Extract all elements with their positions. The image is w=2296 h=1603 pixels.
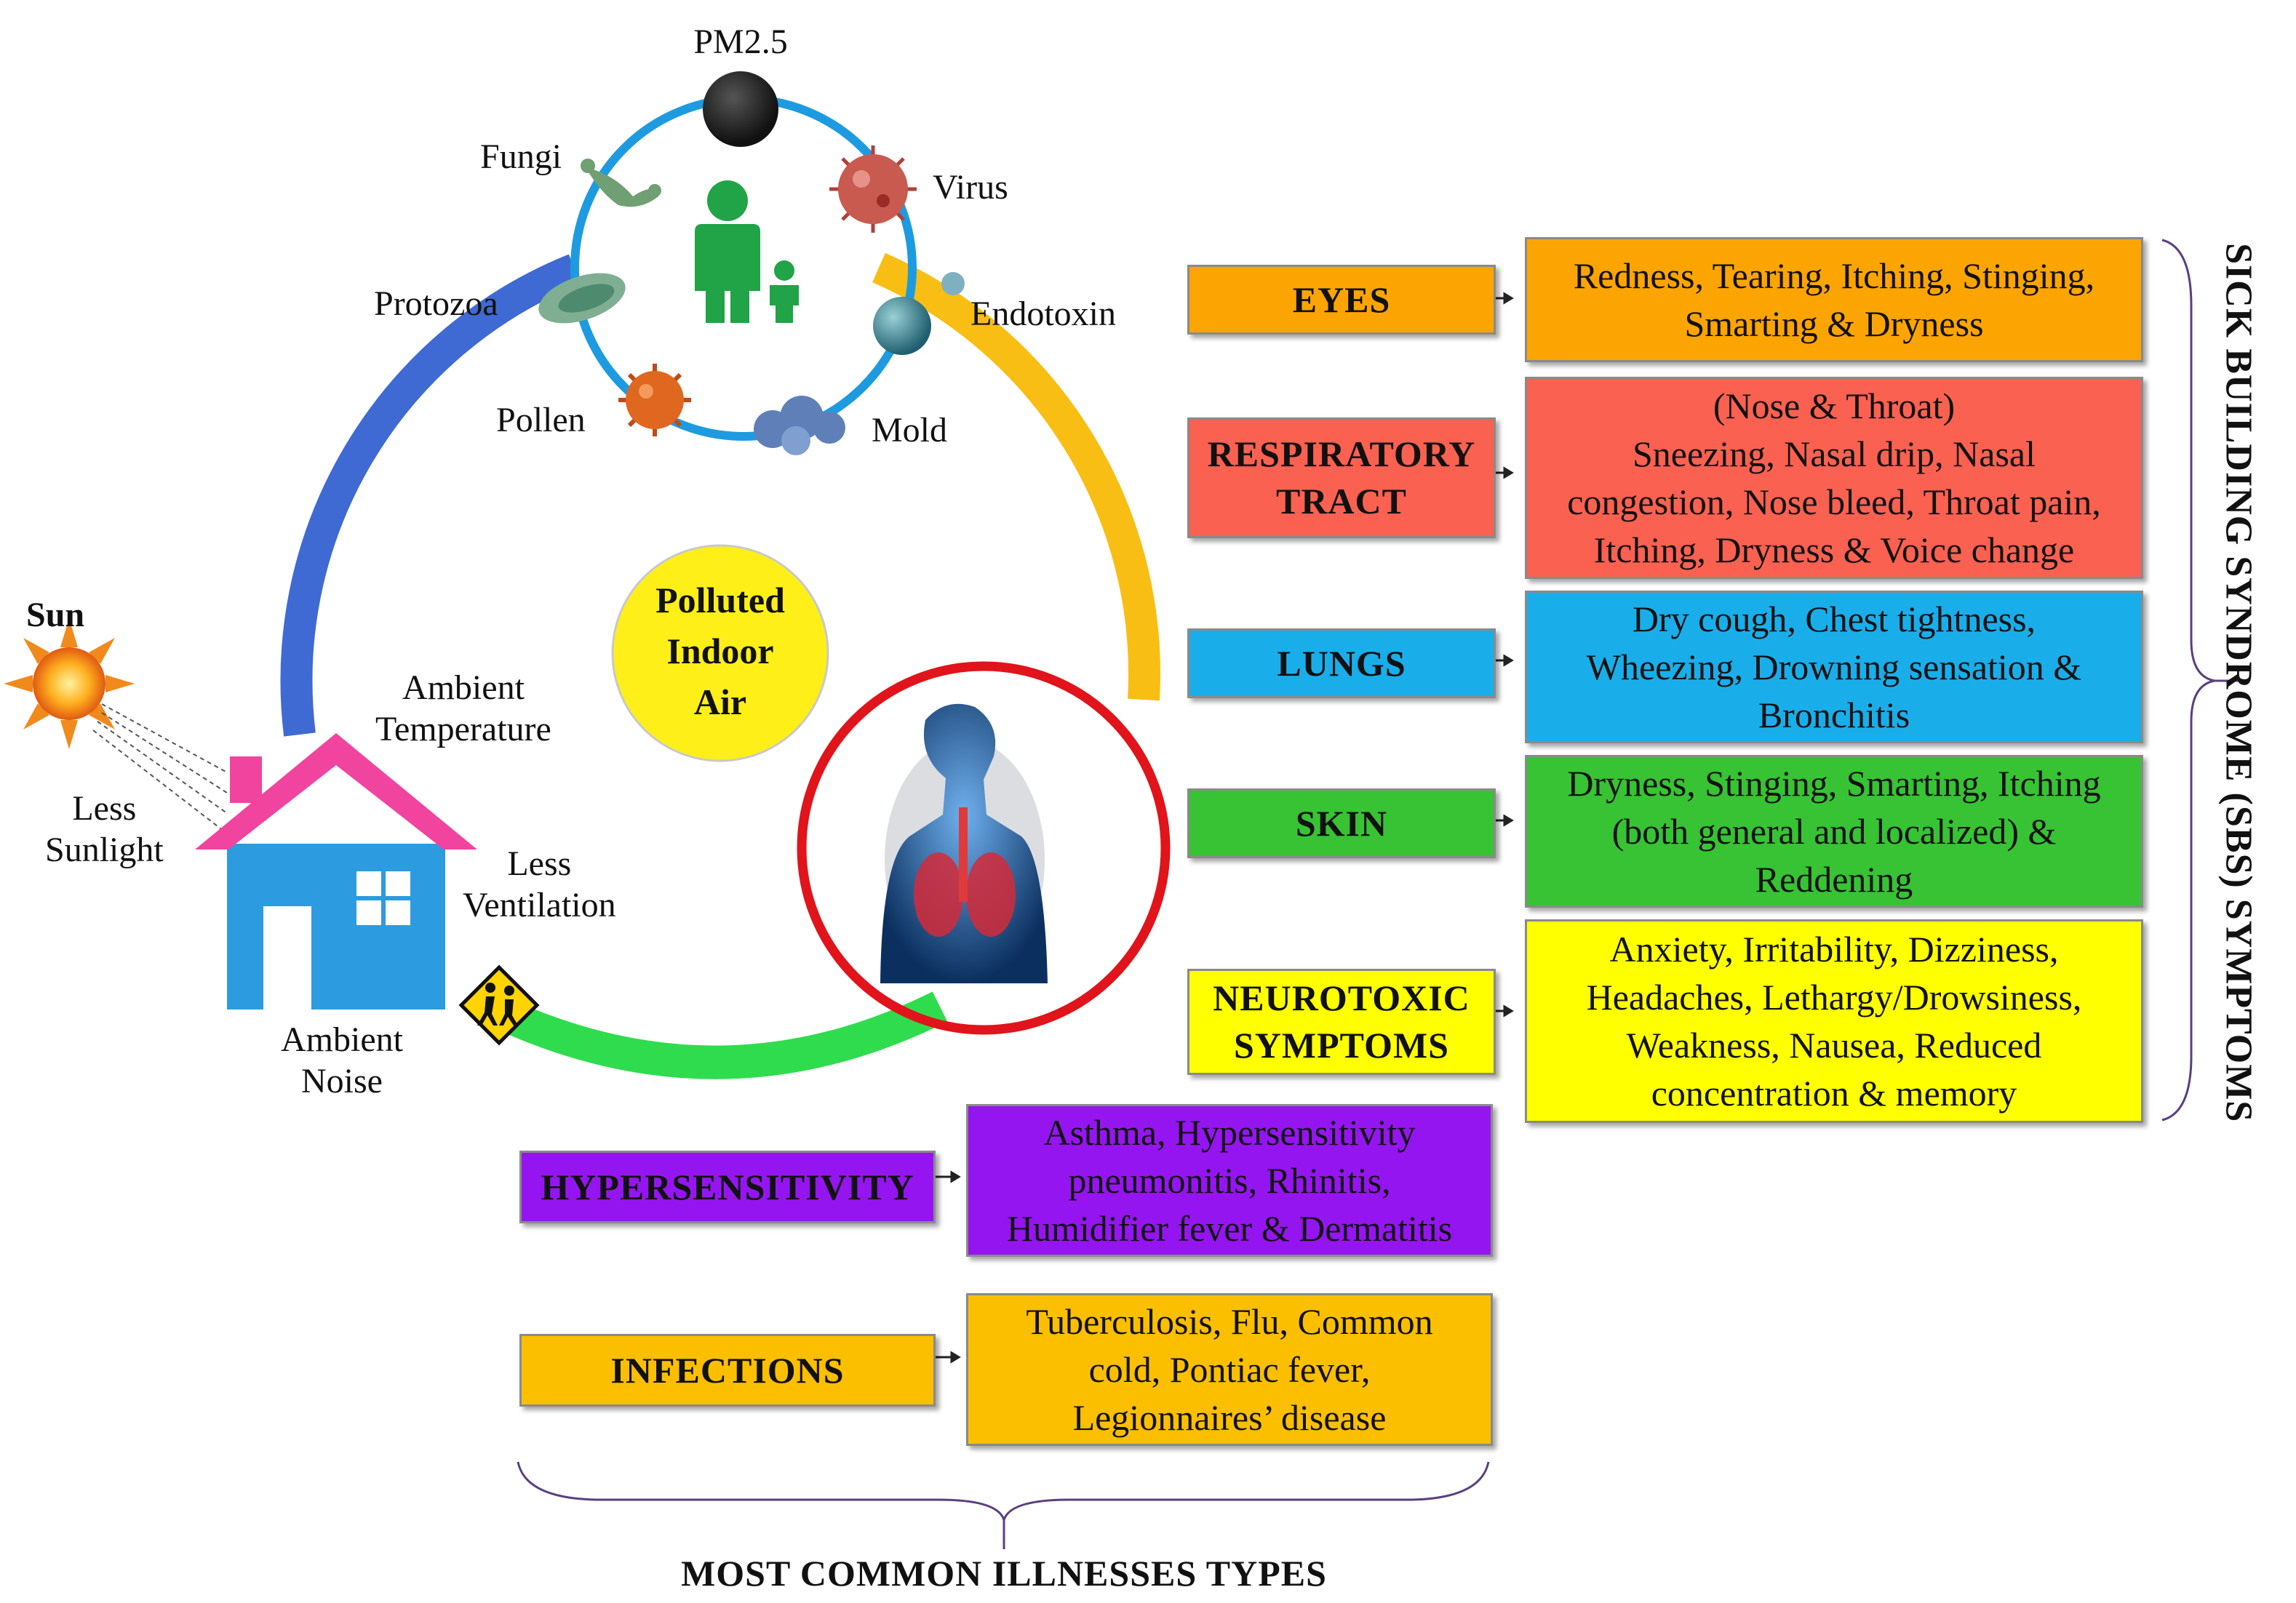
sun-label: Sun	[26, 596, 85, 634]
symptoms-infections: Tuberculosis, Flu, Common cold, Pontiac …	[966, 1293, 1493, 1446]
sbs-brace	[2161, 239, 2215, 1122]
people-icon	[695, 180, 799, 323]
ambient-noise-label: Ambient Noise	[281, 1020, 403, 1100]
symptoms-neurotoxic-text: Anxiety, Irritability, Dizziness, Headac…	[1586, 929, 2082, 1114]
symptoms-respiratory-tract-text: (Nose & Throat) Sneezing, Nasal drip, Na…	[1567, 385, 2101, 570]
symptoms-eyes-text: Redness, Tearing, Itching, Stinging, Sma…	[1573, 255, 2095, 344]
category-neurotoxic-label: NEUROTOXIC SYMPTOMS	[1213, 978, 1470, 1066]
symptoms-skin: Dryness, Stinging, Smarting, Itching (bo…	[1525, 755, 2143, 908]
fungi-label: Fungi	[480, 137, 562, 176]
green-arc	[502, 991, 948, 1079]
category-skin: SKIN	[1187, 788, 1496, 858]
orange-arc	[872, 252, 1161, 701]
symptoms-skin-text: Dryness, Stinging, Smarting, Itching (bo…	[1567, 763, 2101, 900]
category-hypersensitivity-label: HYPERSENSITIVITY	[541, 1166, 914, 1207]
pm25-icon	[703, 71, 778, 147]
pm25-label: PM2.5	[693, 23, 788, 61]
category-respiratory-tract: RESPIRATORY TRACT	[1187, 417, 1496, 538]
mold-icon	[754, 396, 845, 455]
category-lungs-label: LUNGS	[1277, 642, 1406, 684]
category-lungs: LUNGS	[1187, 628, 1496, 698]
polluted-indoor-air-label: Polluted Indoor Air	[655, 580, 785, 722]
sunlight-rays	[92, 703, 228, 834]
human-body-icon	[880, 703, 1048, 983]
category-eyes: EYES	[1187, 265, 1496, 335]
category-eyes-label: EYES	[1292, 279, 1391, 320]
category-neurotoxic: NEUROTOXIC SYMPTOMS	[1187, 969, 1496, 1075]
symptoms-infections-text: Tuberculosis, Flu, Common cold, Pontiac …	[1026, 1301, 1433, 1438]
mold-label: Mold	[872, 411, 948, 449]
blue-arc	[280, 254, 581, 737]
pedestrian-sign-icon	[458, 964, 540, 1046]
virus-label: Virus	[933, 168, 1008, 207]
red-ring	[797, 661, 1171, 1035]
symptoms-hypersensitivity-text: Asthma, Hypersensitivity pneumonitis, Rh…	[1006, 1112, 1453, 1249]
category-hypersensitivity: HYPERSENSITIVITY	[519, 1151, 936, 1223]
symptoms-neurotoxic: Anxiety, Irritability, Dizziness, Headac…	[1525, 919, 2143, 1123]
house-icon	[195, 733, 477, 1010]
protozoa-label: Protozoa	[374, 284, 498, 323]
endotoxin-icon	[873, 272, 965, 355]
virus-icon	[829, 145, 917, 233]
symptoms-eyes: Redness, Tearing, Itching, Stinging, Sma…	[1525, 237, 2143, 362]
category-infections-label: INFECTIONS	[610, 1349, 845, 1391]
less-ventilation-label: Less Ventilation	[463, 844, 616, 924]
endotoxin-label: Endotoxin	[970, 295, 1116, 333]
ambient-temperature-label: Ambient Temperature	[375, 668, 551, 748]
symptoms-lungs: Dry cough, Chest tightness, Wheezing, Dr…	[1525, 591, 2143, 743]
sun-icon	[4, 618, 135, 749]
less-sunlight-label: Less Sunlight	[45, 789, 164, 869]
category-respiratory-tract-label: RESPIRATORY TRACT	[1207, 433, 1476, 521]
symptoms-hypersensitivity: Asthma, Hypersensitivity pneumonitis, Rh…	[966, 1104, 1493, 1257]
polluted-air-circle	[611, 544, 829, 762]
sbs-title: SICK BUILDING SYNDROME (SBS) SYMPTOMS	[2217, 243, 2260, 1123]
category-infections: INFECTIONS	[519, 1334, 936, 1407]
category-skin-label: SKIN	[1295, 802, 1388, 844]
pollen-label: Pollen	[496, 401, 586, 439]
illnesses-title: MOST COMMON ILLNESSES TYPES	[681, 1553, 1327, 1594]
protozoa-icon	[538, 273, 626, 324]
fungi-icon	[581, 159, 661, 207]
illnesses-brace	[517, 1461, 1490, 1524]
symptoms-lungs-text: Dry cough, Chest tightness, Wheezing, Dr…	[1586, 599, 2082, 735]
pollen-icon	[618, 364, 691, 436]
symptoms-respiratory-tract: (Nose & Throat) Sneezing, Nasal drip, Na…	[1525, 377, 2143, 579]
